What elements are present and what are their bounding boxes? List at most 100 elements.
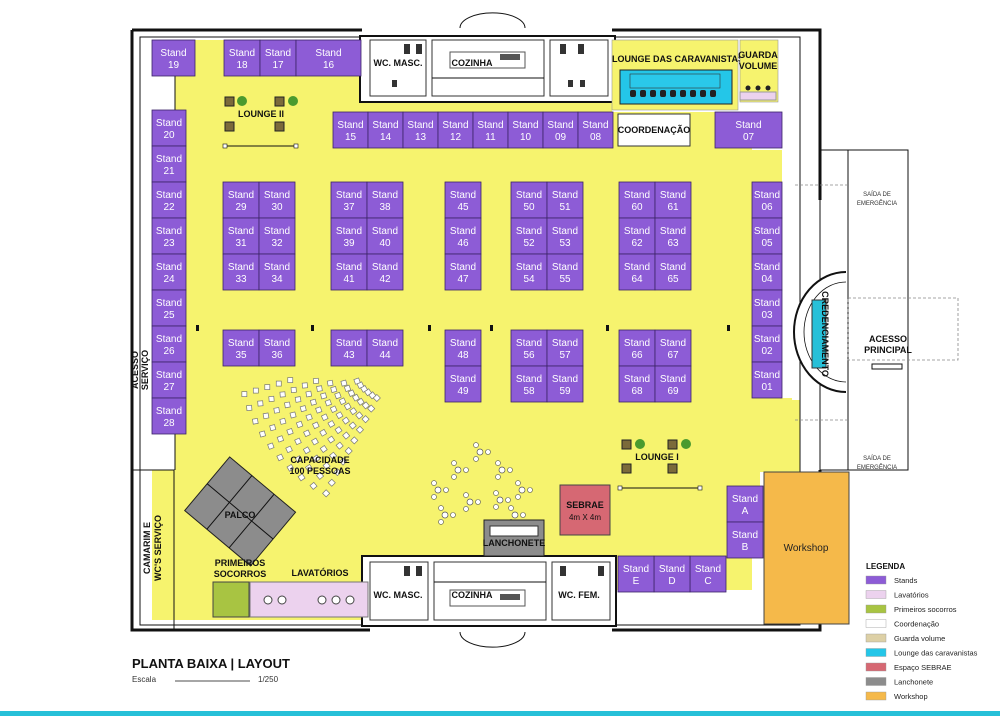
stand-number: 04 xyxy=(761,274,773,285)
stand-word: Stand xyxy=(516,262,542,273)
stand-number: 08 xyxy=(590,132,602,143)
stand-box xyxy=(366,329,404,367)
stand-word: Stand xyxy=(732,530,758,541)
cafe-table xyxy=(515,480,533,500)
acesso-servico-label-1: ACESSO xyxy=(130,351,140,389)
stand-box xyxy=(617,555,655,593)
stand-word: Stand xyxy=(552,338,578,349)
coordenacao-area xyxy=(617,113,691,147)
stand-number: 30 xyxy=(271,202,283,213)
workshop-area xyxy=(763,471,850,625)
cafe-table xyxy=(473,442,491,462)
stand-box xyxy=(295,39,362,77)
stand-number: 26 xyxy=(163,346,175,357)
chair xyxy=(341,416,350,425)
cafe-table xyxy=(493,490,511,510)
chair xyxy=(320,413,329,422)
chair xyxy=(275,380,282,387)
legend-label: Guarda volume xyxy=(894,634,945,643)
stand-number: B xyxy=(742,542,749,553)
stand-word: Stand xyxy=(372,120,398,131)
stand-word: Stand xyxy=(160,48,186,59)
stand-word: Stand xyxy=(156,334,182,345)
stand-number: 61 xyxy=(667,202,679,213)
legend-swatch xyxy=(865,604,887,614)
stand-number: 12 xyxy=(450,132,462,143)
stand-number: 23 xyxy=(163,238,175,249)
stand-word: Stand xyxy=(372,338,398,349)
stand-box xyxy=(330,329,368,367)
stand-box xyxy=(222,181,260,219)
stand-word: Stand xyxy=(228,262,254,273)
chair xyxy=(276,435,285,443)
chair xyxy=(334,391,342,400)
chair xyxy=(315,406,323,414)
stand-box xyxy=(222,217,260,255)
chair xyxy=(312,454,321,463)
stand-word: Stand xyxy=(336,226,362,237)
stand-box xyxy=(366,253,404,291)
chair xyxy=(305,390,313,398)
stand-box xyxy=(151,397,187,435)
stand-word: Stand xyxy=(156,226,182,237)
chair xyxy=(294,455,303,463)
lounge-caravanistas xyxy=(611,39,739,111)
stand-word: Stand xyxy=(156,370,182,381)
stand-number: 18 xyxy=(236,60,248,71)
stand-word: Stand xyxy=(228,226,254,237)
plan-title: PLANTA BAIXA | LAYOUT xyxy=(132,656,290,671)
stand-word: Stand xyxy=(624,374,650,385)
stand-box xyxy=(726,521,764,559)
chair xyxy=(338,397,347,405)
guarda-volume-label-1: GUARDA xyxy=(738,50,778,60)
chair xyxy=(295,420,304,429)
legend-swatch xyxy=(865,677,887,686)
acesso-principal-label-1: ACESSO xyxy=(869,334,907,344)
chair xyxy=(286,428,294,436)
stand-word: Stand xyxy=(156,406,182,417)
stand-box xyxy=(654,365,692,403)
stand-number: 29 xyxy=(235,202,247,213)
stand-word: Stand xyxy=(660,226,686,237)
wc-fem-label: WC. FEM. xyxy=(558,590,600,600)
stand-box xyxy=(654,253,692,291)
stand-box xyxy=(366,181,404,219)
stand-number: 15 xyxy=(345,132,357,143)
stand-number: 25 xyxy=(163,310,175,321)
stand-box xyxy=(654,329,692,367)
stand-box xyxy=(222,253,260,291)
chair xyxy=(286,463,295,472)
chair xyxy=(279,417,287,425)
chair xyxy=(316,385,323,392)
chair xyxy=(347,389,356,397)
chair xyxy=(269,424,277,432)
lanchonete-area xyxy=(483,519,545,557)
stand-word: Stand xyxy=(336,262,362,273)
stand-word: Stand xyxy=(695,564,721,575)
stand-number: C xyxy=(704,576,711,587)
stand-number: 14 xyxy=(380,132,392,143)
stand-number: 49 xyxy=(457,386,469,397)
stand-word: Stand xyxy=(660,374,686,385)
stand-number: D xyxy=(668,576,675,587)
stand-number: 60 xyxy=(631,202,643,213)
